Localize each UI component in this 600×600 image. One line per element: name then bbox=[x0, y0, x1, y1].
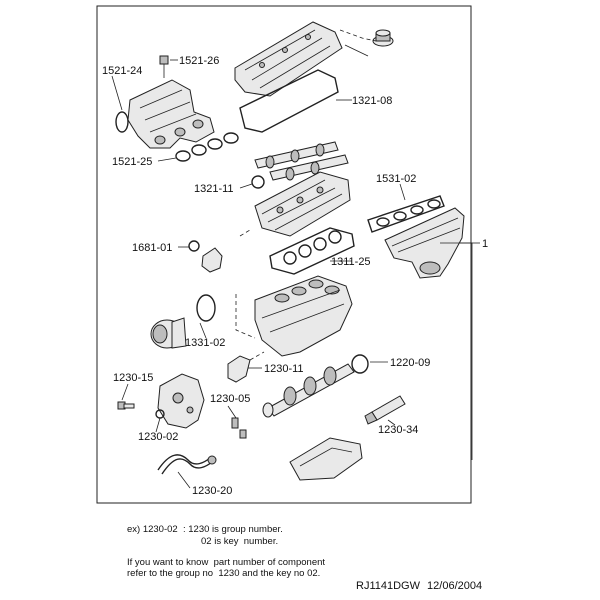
instruction-line1: If you want to know part number of compo… bbox=[127, 557, 326, 568]
camshaft-seal bbox=[251, 175, 265, 189]
diagram-date: 12/06/2004 bbox=[427, 580, 483, 592]
camshafts bbox=[254, 141, 349, 181]
callout-1311-25: 1311-25 bbox=[331, 256, 371, 268]
sealant-tube bbox=[364, 395, 406, 425]
oil-pump-bracket bbox=[227, 355, 251, 383]
callout-1321-11: 1321-11 bbox=[194, 183, 234, 195]
diagram-code: RJ1141DGW bbox=[356, 580, 420, 592]
callout-1521-25: 1521-25 bbox=[112, 156, 152, 168]
callout-1521-26: 1521-26 bbox=[179, 55, 219, 67]
cylinder-head bbox=[254, 171, 351, 237]
water-pump bbox=[150, 294, 216, 349]
callout-1230-11: 1230-11 bbox=[264, 363, 304, 375]
callout-1230-02: 1230-02 bbox=[138, 431, 178, 443]
intake-manifold bbox=[127, 79, 215, 149]
diagram-footer: RJ1141DGW 12/06/2004 bbox=[356, 580, 482, 592]
crankshaft bbox=[262, 363, 355, 418]
callout-1531-02: 1531-02 bbox=[376, 173, 416, 185]
oil-pickup-tube bbox=[157, 454, 217, 475]
cylinder-head-gasket bbox=[269, 227, 355, 275]
callout-1331-02: 1331-02 bbox=[185, 337, 225, 349]
diagram-frame bbox=[96, 5, 472, 504]
drain-plug bbox=[117, 401, 135, 410]
rear-oil-seal bbox=[351, 354, 369, 374]
callout-1521-24: 1521-24 bbox=[102, 65, 142, 77]
instruction-line2: refer to the group no 1230 and the key n… bbox=[127, 568, 321, 579]
thermostat-housing bbox=[188, 240, 223, 273]
oil-pump-bolts bbox=[231, 417, 247, 439]
exhaust-manifold bbox=[384, 207, 465, 279]
throttle-gasket bbox=[115, 111, 129, 133]
callout-1230-15: 1230-15 bbox=[113, 372, 153, 384]
callout-1230-20: 1230-20 bbox=[192, 485, 232, 497]
oil-filler-cap bbox=[372, 29, 394, 47]
cylinder-head-cover bbox=[234, 21, 343, 97]
oil-pan bbox=[289, 437, 363, 481]
example-note-line1: ex) 1230-02 : 1230 is group number. bbox=[127, 524, 283, 535]
example-note-line2: 02 is key number. bbox=[201, 536, 279, 547]
head-cover-gasket bbox=[239, 69, 339, 133]
callout-1681-01: 1681-01 bbox=[132, 242, 172, 254]
callout-1230-34: 1230-34 bbox=[378, 424, 418, 436]
oil-pump bbox=[157, 373, 205, 429]
callout-1220-09: 1220-09 bbox=[390, 357, 430, 369]
callout-1321-08: 1321-08 bbox=[352, 95, 392, 107]
sensor-bolt bbox=[159, 55, 169, 78]
intake-manifold-gaskets bbox=[175, 132, 239, 162]
exhaust-manifold-gasket bbox=[367, 195, 445, 233]
callout-1230-05: 1230-05 bbox=[210, 393, 250, 405]
cylinder-block bbox=[254, 275, 353, 357]
callout-1: 1 bbox=[482, 238, 488, 250]
